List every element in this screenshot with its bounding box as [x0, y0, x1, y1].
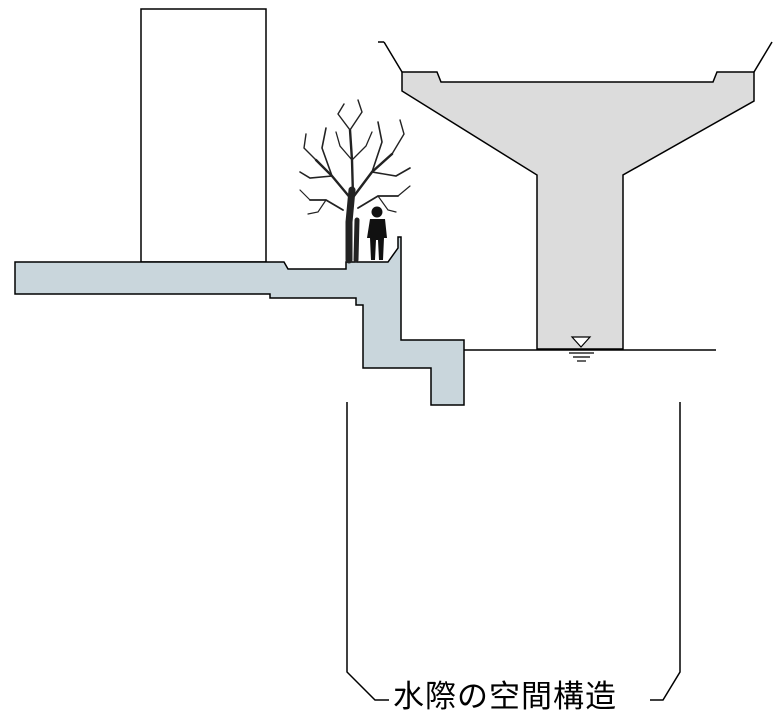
- diagram-caption: 水際の空間構造: [393, 679, 617, 715]
- building: [140, 8, 267, 263]
- water-level-icon: [569, 336, 594, 362]
- tree-silhouette: [299, 99, 411, 264]
- stepped-embankment: [14, 236, 465, 406]
- bridge-pier: [401, 71, 755, 350]
- bridge-railing-right: [753, 41, 773, 73]
- person-silhouette: [367, 206, 387, 260]
- section-bracket: [346, 402, 389, 701]
- section-bracket-right: [650, 402, 681, 701]
- bridge-railing-left: [383, 41, 403, 73]
